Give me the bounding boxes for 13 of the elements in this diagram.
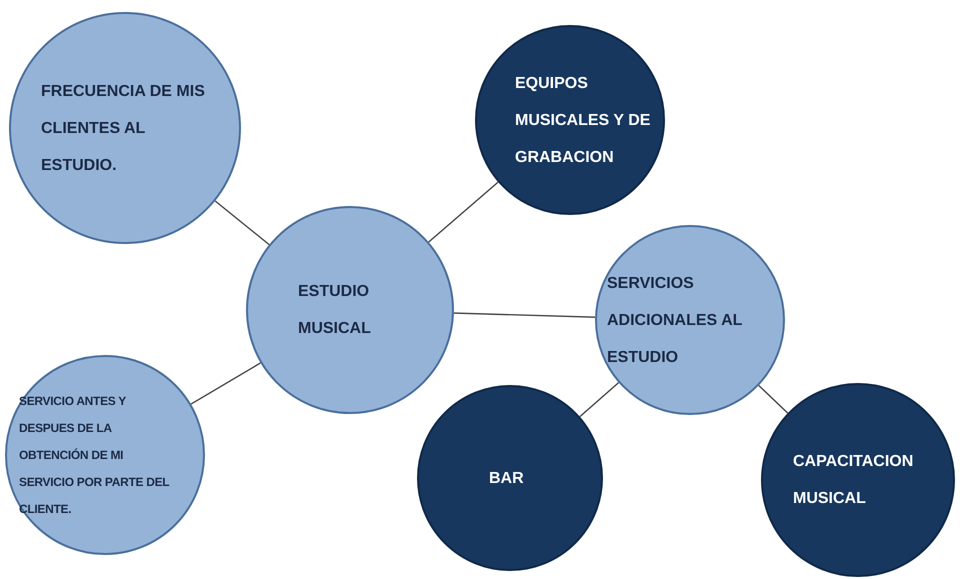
connector-line bbox=[454, 312, 596, 318]
connector-line bbox=[758, 385, 788, 414]
topic-label: EQUIPOS MUSICALES Y DE GRABACION bbox=[515, 74, 652, 168]
connector-line bbox=[214, 200, 270, 246]
connector-line bbox=[428, 182, 499, 243]
topic-label: BAR bbox=[489, 468, 525, 488]
topic-label: SERVICIOS ADICIONALES AL ESTUDIO bbox=[607, 274, 744, 368]
connector-line bbox=[579, 382, 620, 418]
topic-label: SERVICIO ANTES Y DESPUES DE LA OBTENCIÓN DE MI SERVICIO POR PARTE DEL CLIENTE. bbox=[19, 392, 170, 518]
topic-label: FRECUENCIA DE MIS CLIENTES AL ESTUDIO. bbox=[41, 82, 206, 176]
connector-line bbox=[190, 362, 261, 405]
topic-label: ESTUDIO MUSICAL bbox=[298, 282, 372, 339]
topic-label: CAPACITACION MUSICAL bbox=[793, 452, 914, 509]
